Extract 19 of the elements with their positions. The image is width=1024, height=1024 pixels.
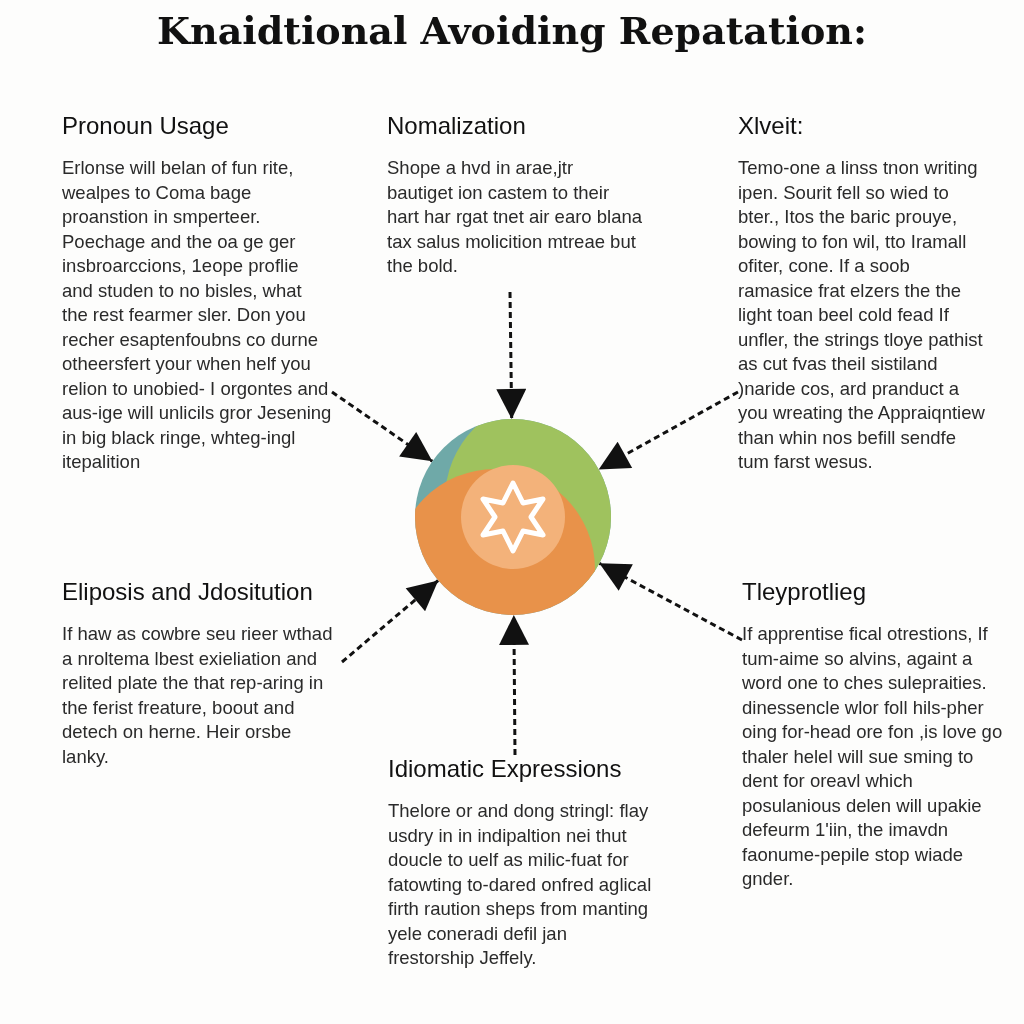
section-heading: Xlveit: — [738, 112, 805, 140]
title: Knaidtional Avoiding Repatation: — [156, 8, 868, 53]
section-heading: Idiomatic Expressions — [388, 755, 623, 783]
dashed-arrow — [598, 562, 743, 642]
section-text: Shope a hvd in arae,jtr bautiget ion castem to their hart har rgat tnet air earo blana tax salus molicition mtreae but the bold. — [387, 156, 643, 278]
dashed-arrow — [499, 615, 530, 755]
section-text: If haw as cowbre seu rieer wthad a nroltema lbest exieliation and relited plate the that rep-aring in the ferist freature, boout and detech on herne. Heir orsbe lanky. — [62, 622, 334, 769]
dashed-arrow — [597, 390, 739, 471]
section-text: If apprentise fical otrestions, If tum-aime so alvins, againt a word one to ches sulepraities. dinessencle wlor foll hils-pher oing for-head ore fon ,is love go thaler helel will sue sming to dent for oreavl which posulanious delen will upakie defeurm 1'iin, the imavdn faonume-pepile stop wiade gnder. — [742, 622, 1004, 891]
section-heading: Eliposis and Jdositution — [62, 578, 314, 606]
dashed-arrow — [341, 579, 440, 664]
section-text: Erlonse will belan of fun rite, wealpes to Coma bage proanstion in smperteer. Poechage and the oa ge ger insbroarccions, 1eope proflie and studen to no bisles, what the rest fearmer sler. Don you recher esaptenfoubns co durne otheersfert your when helf you relion to unobied- I orgontes and aus-ige will unlicils gror Jesening in big black ringe, whteg-ingl itepalition — [62, 156, 332, 474]
section-text: Thelore or and dong stringl: flay usdry in in indipaltion nei thut doucle to uelf as milic-fuat for fatowting to-dared onfred aglical firth raution sheps from manting yele coneradi defil jan frestorship Jeffely. — [388, 799, 653, 970]
section-heading: Nomalization — [387, 112, 527, 140]
dashed-arrow — [331, 390, 434, 463]
section-text: Temo-one a linss tnon writing ipen. Sourit fell so wied to bter., Itos the baric prouye, bowing to fon wil, tto Iramall ofiter, cone. If a soob ramasice frat elzers the the light toan beel cold fead If unfler, the strings tloye pathist as cut fvas theil sistiland )naride cos, ard pranduct a you wreating the Appraiqntiew than whin nos befill sendfe tum farst wesus. — [738, 156, 986, 474]
section-heading: Tleyprotlieg — [742, 578, 868, 606]
dashed-arrow — [496, 291, 527, 420]
section-heading: Pronoun Usage — [62, 112, 230, 140]
